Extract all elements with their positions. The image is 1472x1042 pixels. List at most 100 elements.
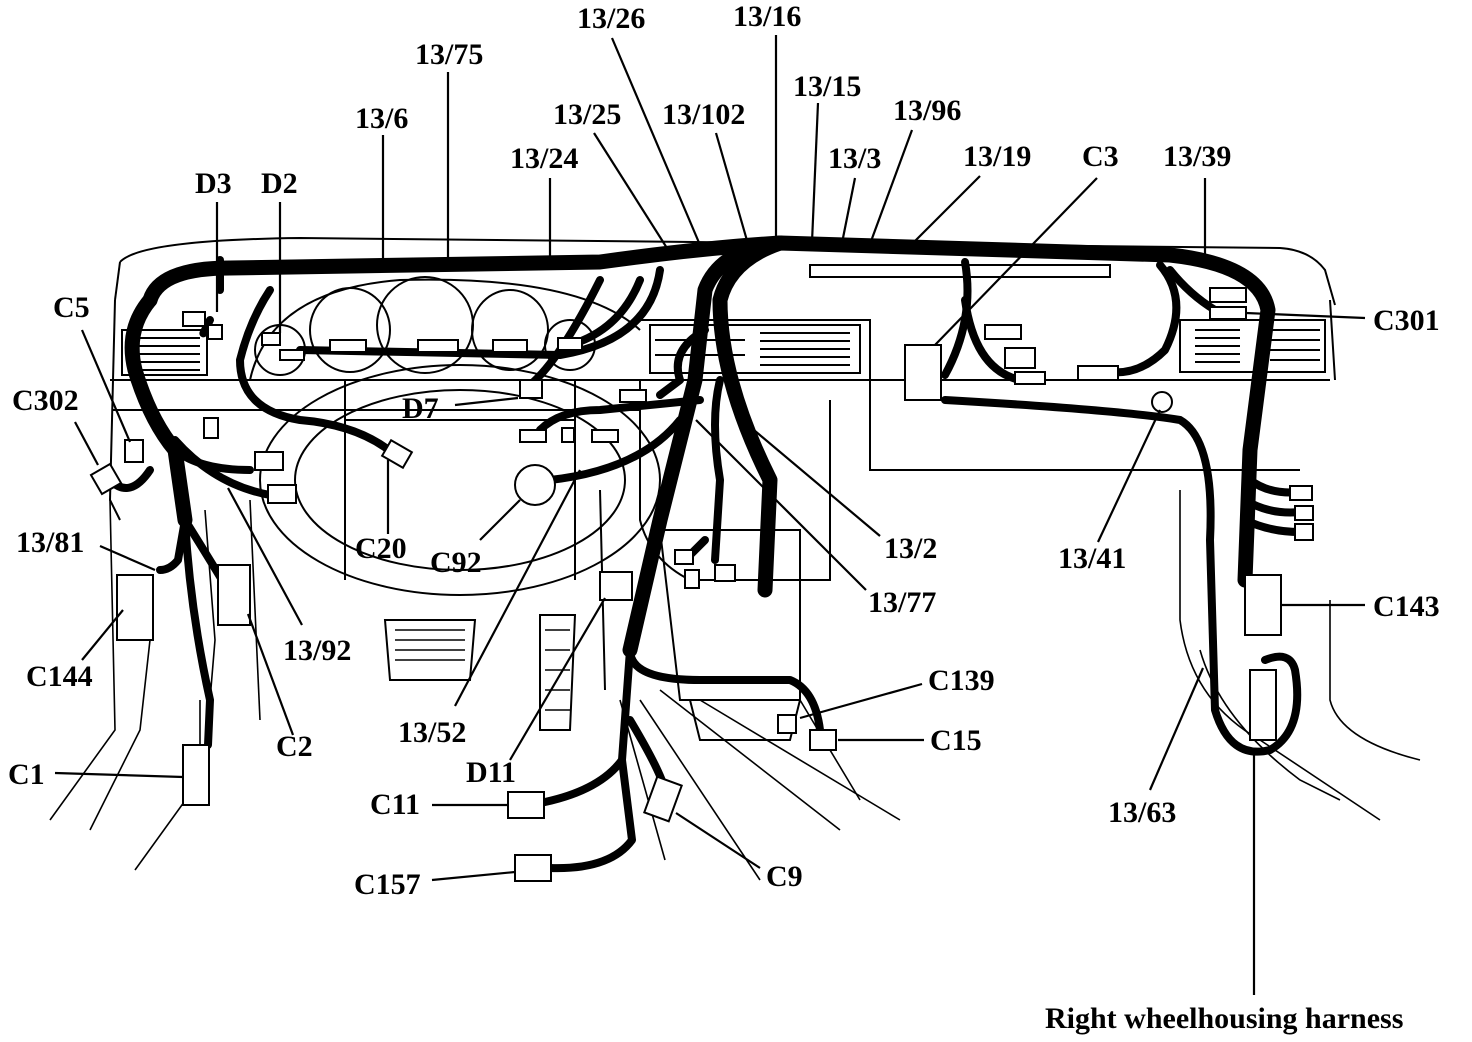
gauge-2 — [309, 287, 391, 373]
connector-gauge-4 — [492, 339, 528, 353]
connector-13-77-c — [714, 564, 736, 582]
label-c20: C20 — [355, 532, 407, 565]
connector-c139 — [777, 714, 797, 734]
connector-c11 — [507, 791, 545, 819]
connector-c20 — [380, 438, 414, 470]
connector-c5-b — [203, 417, 219, 439]
label-13-2: 13/2 — [884, 532, 937, 565]
connector-c3-c — [1014, 371, 1046, 385]
connector-right-a — [1289, 485, 1313, 501]
label-c139: C139 — [928, 664, 995, 697]
steering-wheel — [259, 364, 661, 596]
connector-console-a — [619, 389, 647, 403]
connector-d7 — [519, 379, 543, 399]
label-13-6: 13/6 — [355, 102, 408, 135]
connector-13-41 — [1151, 391, 1173, 413]
connector-c302 — [89, 462, 123, 496]
accelerator-pedal — [539, 614, 577, 731]
label-d11: D11 — [466, 756, 516, 789]
label-c1: C1 — [8, 758, 45, 791]
connector-gauge-5 — [557, 337, 583, 351]
defroster-slot — [809, 264, 1111, 278]
connector-gauge-1 — [279, 349, 305, 361]
connector-gauge-2 — [329, 339, 367, 353]
connector-c92 — [514, 464, 556, 506]
label-13-92: 13/92 — [283, 634, 351, 667]
connector-right-b — [1294, 505, 1314, 521]
connector-c2 — [217, 564, 251, 626]
vent-right — [1179, 319, 1326, 373]
connector-13-77-a — [674, 549, 694, 565]
label-c11: C11 — [370, 788, 420, 821]
connector-right-panel — [1077, 365, 1119, 381]
label-13-19: 13/19 — [963, 140, 1031, 173]
label-c5: C5 — [53, 291, 90, 324]
label-d3: D3 — [195, 167, 232, 200]
label-c144: C144 — [26, 660, 93, 693]
label-13-77: 13/77 — [868, 586, 936, 619]
connector-13-77-b — [684, 569, 700, 589]
label-13-15: 13/15 — [793, 70, 861, 103]
label-c157: C157 — [354, 868, 421, 901]
label-13-81: 13/81 — [16, 526, 84, 559]
connector-13-63 — [1249, 669, 1277, 741]
connector-d3 — [182, 311, 206, 327]
connector-c3-b — [1004, 347, 1036, 369]
label-c302: C302 — [12, 384, 79, 417]
connector-d3-b — [207, 324, 223, 340]
connector-cluster-b — [561, 427, 575, 443]
brake-pedal — [383, 619, 477, 681]
main-harness — [106, 235, 1304, 873]
connector-d11 — [599, 571, 633, 601]
vent-center — [649, 324, 861, 374]
connector-13-92-a — [254, 451, 284, 471]
label-c9: C9 — [766, 860, 803, 893]
gauge-4 — [471, 289, 549, 371]
vent-left — [121, 329, 208, 376]
connector-c301 — [1209, 306, 1247, 320]
label-13-24: 13/24 — [510, 142, 578, 175]
label-13-16: 13/16 — [733, 0, 801, 33]
connectors — [89, 287, 1314, 882]
connector-d2 — [261, 332, 281, 346]
connector-gauge-3 — [417, 339, 459, 353]
label-c92: C92 — [430, 546, 482, 579]
connector-c9 — [643, 775, 683, 823]
gauge-3 — [376, 276, 474, 374]
label-13-41: 13/41 — [1058, 542, 1126, 575]
connector-13-92-b — [267, 484, 297, 504]
label-13-39: 13/39 — [1163, 140, 1231, 173]
connector-right-c — [1294, 523, 1314, 541]
label-13-96: 13/96 — [893, 94, 961, 127]
label-c301: C301 — [1373, 304, 1440, 337]
label-13-102: 13/102 — [662, 98, 745, 131]
label-d2: D2 — [261, 167, 298, 200]
connector-c3-a — [984, 324, 1022, 340]
connector-c3 — [904, 344, 942, 401]
dashboard-outline — [49, 236, 1421, 881]
label-c2: C2 — [276, 730, 313, 763]
label-13-75: 13/75 — [415, 38, 483, 71]
label-13-3: 13/3 — [828, 142, 881, 175]
connector-c143 — [1244, 574, 1282, 636]
label-c3: C3 — [1082, 140, 1119, 173]
connector-c5 — [124, 439, 144, 463]
leader-lines — [54, 35, 1366, 995]
connector-c144 — [116, 574, 154, 641]
connector-13-39 — [1209, 287, 1247, 303]
connector-c1 — [182, 744, 210, 806]
labels: 13/26 13/16 13/75 13/15 13/6 13/25 13/10… — [8, 0, 1440, 1035]
connector-c157 — [514, 854, 552, 882]
label-13-26: 13/26 — [577, 2, 645, 35]
label-right-wheelhousing-harness: Right wheelhousing harness — [1045, 1002, 1403, 1035]
label-13-52: 13/52 — [398, 716, 466, 749]
label-c143: C143 — [1373, 590, 1440, 623]
connector-cluster-c — [591, 429, 619, 443]
label-c15: C15 — [930, 724, 982, 757]
label-13-63: 13/63 — [1108, 796, 1176, 829]
label-13-25: 13/25 — [553, 98, 621, 131]
connector-c15 — [809, 729, 837, 751]
label-d7: D7 — [402, 392, 439, 425]
connector-cluster-a — [519, 429, 547, 443]
